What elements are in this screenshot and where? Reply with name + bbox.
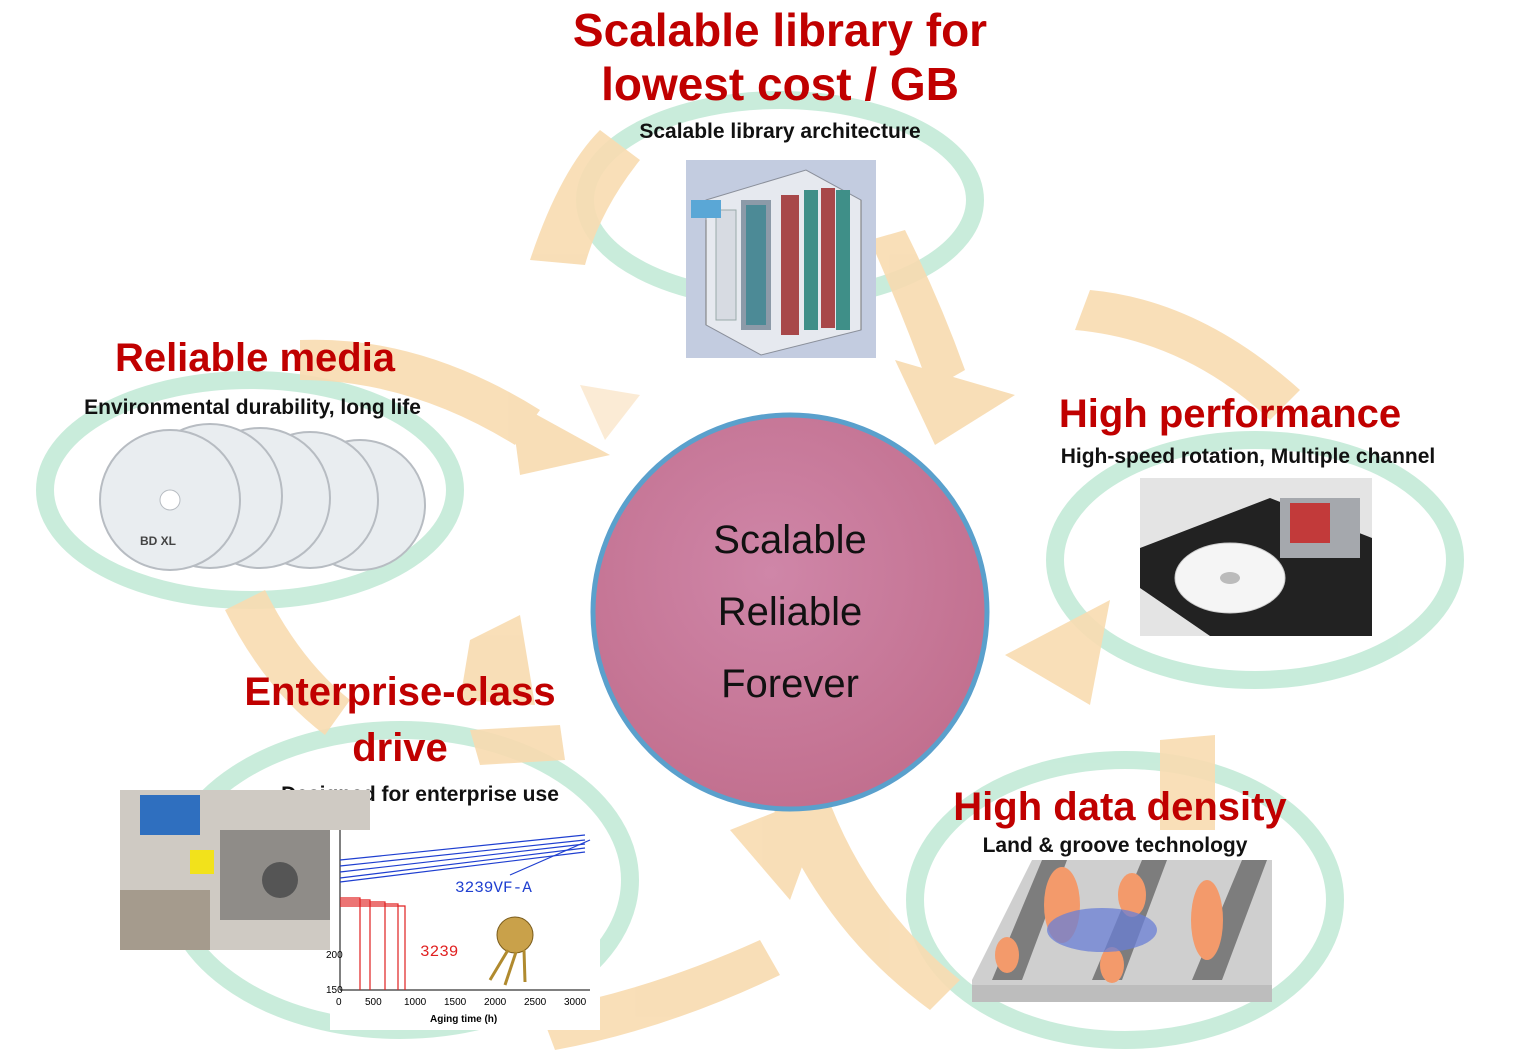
density-title: High data density — [953, 785, 1287, 829]
arrow-library-to-center — [530, 130, 640, 265]
series-label-vf: 3239VF-A — [455, 879, 532, 897]
media-image: BD XL — [99, 420, 430, 572]
library-image — [686, 160, 876, 358]
x-tick-2500: 2500 — [524, 997, 547, 1008]
cycle-arrows — [225, 130, 1300, 1050]
media-title: Reliable media — [114, 336, 396, 380]
library-subtitle: Scalable library architecture — [639, 120, 921, 143]
arrow-bottom-arc — [540, 940, 780, 1050]
x-tick-500: 500 — [365, 997, 382, 1008]
drive-mechanism-illustration — [120, 790, 370, 950]
arrow-right-arc — [1075, 290, 1300, 420]
density-image — [972, 860, 1272, 1002]
performance-subtitle: High-speed rotation, Multiple channel — [1060, 445, 1436, 468]
performance-title: High performance — [1058, 392, 1402, 436]
disc-brand-label: BD XL — [140, 534, 176, 548]
library-rack-illustration — [686, 160, 876, 358]
y-tick-200: 200 — [326, 950, 343, 961]
density-subtitle: Land & groove technology — [982, 834, 1248, 857]
land-groove-illustration — [972, 860, 1272, 1002]
discs-illustration: BD XL — [99, 423, 426, 571]
x-tick-1500: 1500 — [444, 997, 467, 1008]
library-title-line2: lowest cost / GB — [601, 58, 959, 110]
drive-unit-illustration — [1140, 478, 1372, 636]
media-subtitle: Environmental durability, long life — [84, 396, 421, 419]
x-axis-label: Aging time (h) — [430, 1014, 497, 1025]
center-word-3: Forever — [721, 662, 859, 706]
center-word-1: Scalable — [713, 518, 867, 562]
aging-chart-svg: 3239VF-A 3239 200 150 0 500 1000 1500 20… — [326, 830, 591, 1025]
arrow-left-arc — [225, 590, 350, 735]
arrow-bottom-right-arc — [770, 775, 960, 1010]
drive-title-line1: Enterprise-class — [244, 670, 556, 714]
drive-title-line2: drive — [352, 726, 448, 770]
arrow-head-top-right — [895, 360, 1015, 445]
arrow-media-to-center — [300, 339, 540, 445]
x-tick-2000: 2000 — [484, 997, 507, 1008]
library-title-line1: Scalable library for — [572, 4, 988, 56]
ring-density — [906, 751, 1344, 1049]
center-circle — [590, 412, 990, 812]
y-tick-150: 150 — [326, 985, 343, 996]
x-tick-3000: 3000 — [564, 997, 587, 1008]
aging-chart: 3239VF-A 3239 200 150 0 500 1000 1500 20… — [326, 830, 600, 1030]
series-label-3239: 3239 — [420, 943, 458, 961]
drive-photo — [120, 790, 370, 950]
ring-performance — [1046, 431, 1464, 689]
x-tick-0: 0 — [336, 997, 342, 1008]
performance-image — [1140, 478, 1372, 636]
x-tick-1000: 1000 — [404, 997, 427, 1008]
center-word-2: Reliable — [717, 590, 863, 634]
